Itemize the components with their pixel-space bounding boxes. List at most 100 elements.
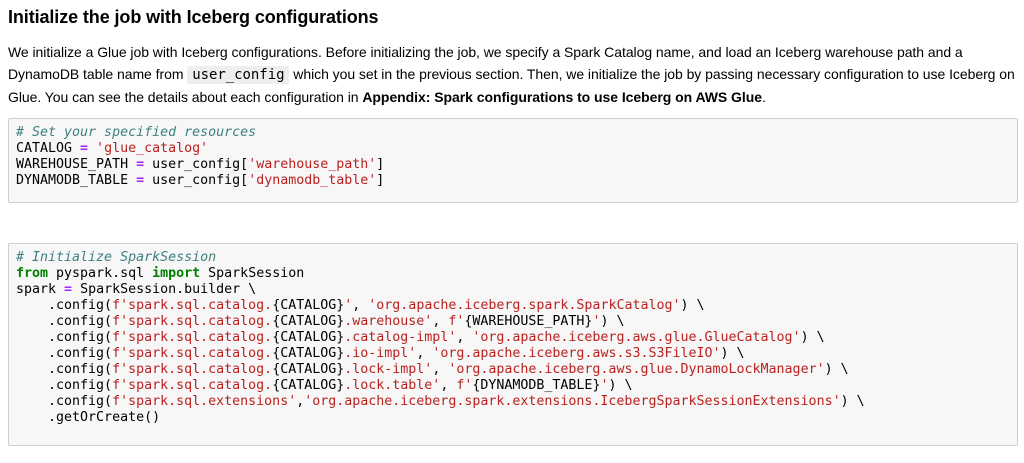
code-string: 'org.apache.iceberg.spark.SparkCatalog' (368, 298, 681, 313)
code-string: ' (592, 314, 601, 329)
code-line: .config(f'spark.sql.catalog.{CATALOG}.ca… (16, 330, 825, 345)
code-line: .config(f'spark.sql.extensions','org.apa… (16, 394, 865, 409)
code-line: .getOrCreate() (16, 410, 160, 425)
code-token: user_config[ (144, 173, 249, 188)
code-token: .config( (16, 330, 113, 345)
code-string: f' (448, 314, 465, 329)
code-token: SparkSession (200, 266, 305, 281)
code-string: f'spark.sql.extensions' (112, 394, 297, 409)
code-line: spark = SparkSession.builder \ (16, 282, 256, 297)
code-string: ' (600, 378, 609, 393)
code-string: ' (344, 298, 353, 313)
code-string: f'spark.sql.catalog. (112, 346, 273, 361)
section-description: We initialize a Glue job with Iceberg co… (8, 41, 1016, 108)
code-token: .config( (16, 394, 113, 409)
code-string: .io-impl' (344, 346, 417, 361)
code-operator: = (80, 141, 89, 156)
code-line: CATALOG = 'glue_catalog' (16, 141, 208, 156)
code-token: .config( (16, 378, 113, 393)
code-token: {CATALOG} (272, 346, 345, 361)
code-token: DYNAMODB_TABLE (16, 173, 137, 188)
code-editor[interactable]: # Initialize SparkSession from pyspark.s… (9, 244, 1017, 432)
code-line: .config(f'spark.sql.catalog.{CATALOG}.wa… (16, 314, 624, 329)
code-token: {DYNAMODB_TABLE} (472, 378, 601, 393)
description-text-3: . (761, 89, 766, 105)
code-token: pyspark.sql (48, 266, 153, 281)
code-line: DYNAMODB_TABLE = user_config['dynamodb_t… (16, 173, 384, 188)
code-token: , (432, 314, 449, 329)
code-token: ] (376, 157, 385, 172)
code-string: f'spark.sql.catalog. (112, 378, 273, 393)
markdown-cell[interactable]: Initialize the job with Iceberg configur… (8, 0, 1016, 108)
code-string: f'spark.sql.catalog. (112, 362, 273, 377)
code-keyword: from (16, 266, 49, 281)
code-token: ) \ (824, 362, 849, 377)
code-operator: = (136, 157, 145, 172)
code-line: .config(f'spark.sql.catalog.{CATALOG}', … (16, 298, 705, 313)
code-cell-resources[interactable]: # Set your specified resources CATALOG =… (8, 118, 1018, 203)
code-token: ) \ (840, 394, 865, 409)
code-token: , (416, 346, 433, 361)
code-token: .config( (16, 346, 113, 361)
code-token: , (432, 362, 449, 377)
code-token: , (456, 330, 473, 345)
code-operator: = (64, 282, 73, 297)
code-token: user_config[ (144, 157, 249, 172)
code-string: f'spark.sql.catalog. (112, 330, 273, 345)
code-string: .lock.table' (344, 378, 441, 393)
code-string: f'spark.sql.catalog. (112, 314, 273, 329)
code-string: .warehouse' (344, 314, 433, 329)
code-token: {WAREHOUSE_PATH} (464, 314, 593, 329)
code-line: .config(f'spark.sql.catalog.{CATALOG}.lo… (16, 378, 633, 393)
inline-code-user-config: user_config (187, 66, 290, 84)
code-line: .config(f'spark.sql.catalog.{CATALOG}.io… (16, 346, 745, 361)
code-operator: = (136, 173, 145, 188)
code-editor[interactable]: # Set your specified resources CATALOG =… (9, 119, 1017, 195)
code-token: ) \ (800, 330, 825, 345)
code-token: {CATALOG} (272, 362, 345, 377)
description-text-1: We initialize a Glue job with Iceberg co… (8, 44, 963, 82)
code-comment: # Set your specified resources (16, 125, 257, 140)
code-line: # Initialize SparkSession (16, 250, 216, 265)
code-token: {CATALOG} (272, 378, 345, 393)
code-token: , (352, 298, 369, 313)
code-line: from pyspark.sql import SparkSession (16, 266, 304, 281)
code-string: 'org.apache.iceberg.aws.s3.S3FileIO' (432, 346, 721, 361)
code-token: ] (376, 173, 385, 188)
code-token: , (296, 394, 305, 409)
code-token: , (440, 378, 457, 393)
code-string: 'org.apache.iceberg.spark.extensions.Ice… (304, 394, 841, 409)
code-token: ) \ (608, 378, 633, 393)
appendix-reference: Appendix: Spark configurations to use Ic… (362, 89, 762, 105)
code-string: 'org.apache.iceberg.aws.glue.DynamoLockM… (448, 362, 825, 377)
code-string: 'org.apache.iceberg.aws.glue.GlueCatalog… (472, 330, 801, 345)
code-token: .config( (16, 362, 113, 377)
code-comment: # Initialize SparkSession (16, 250, 217, 265)
code-string: f' (456, 378, 473, 393)
code-token: .config( (16, 314, 113, 329)
code-line: WAREHOUSE_PATH = user_config['warehouse_… (16, 157, 384, 172)
code-token: .config( (16, 298, 113, 313)
code-token: CATALOG (16, 141, 81, 156)
code-token: {CATALOG} (272, 330, 345, 345)
code-token: spark (16, 282, 65, 297)
code-token: {CATALOG} (272, 298, 345, 313)
code-token: {CATALOG} (272, 314, 345, 329)
code-string: f'spark.sql.catalog. (112, 298, 273, 313)
code-line: # Set your specified resources (16, 125, 256, 140)
code-token: ) \ (720, 346, 745, 361)
code-token: SparkSession.builder \ (72, 282, 257, 297)
description-text-2: which you set in the previous section. T… (8, 66, 1015, 105)
code-token: WAREHOUSE_PATH (16, 157, 137, 172)
code-cell-spark-session[interactable]: # Initialize SparkSession from pyspark.s… (8, 243, 1018, 446)
section-heading: Initialize the job with Iceberg configur… (8, 7, 379, 27)
code-token: .getOrCreate() (16, 410, 161, 425)
code-string: 'dynamodb_table' (248, 173, 377, 188)
code-token (88, 141, 96, 156)
code-string: 'glue_catalog' (96, 141, 209, 156)
code-keyword: import (152, 266, 201, 281)
code-string: .lock-impl' (344, 362, 433, 377)
code-string: 'warehouse_path' (248, 157, 377, 172)
code-token: ) \ (600, 314, 625, 329)
code-token: ) \ (680, 298, 705, 313)
